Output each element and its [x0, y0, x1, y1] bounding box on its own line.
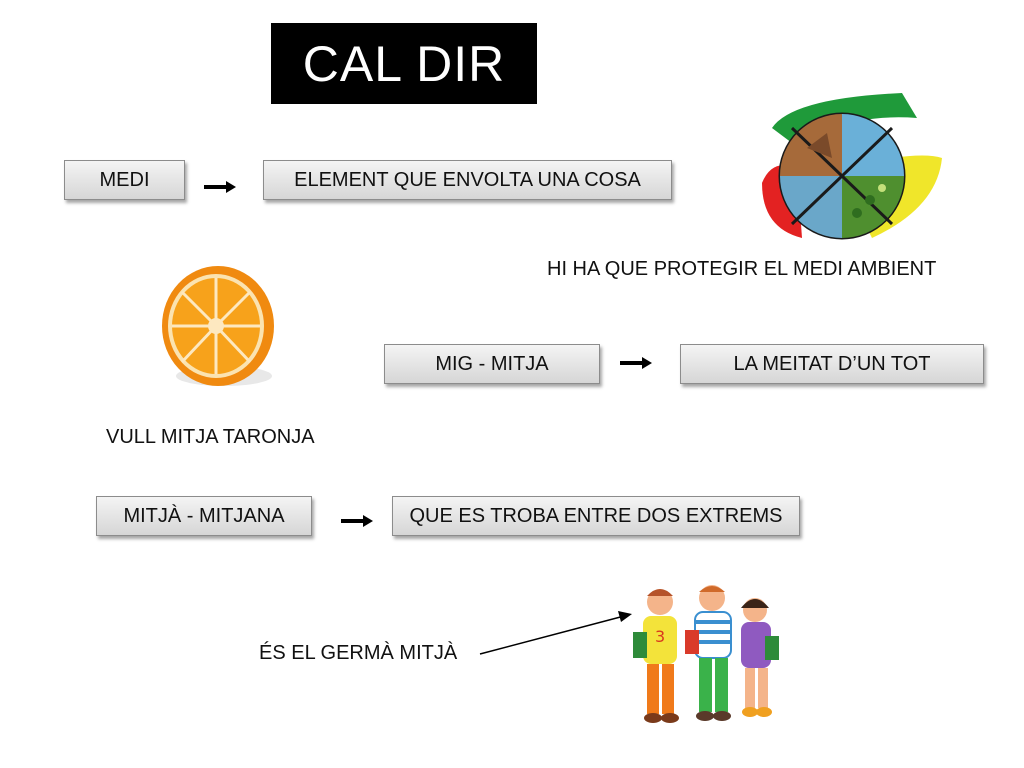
term-box-mitja: MITJÀ - MITJANA: [96, 496, 312, 536]
right-arrow-icon: [620, 357, 652, 369]
definition-label: ELEMENT QUE ENVOLTA UNA COSA: [294, 168, 641, 191]
definition-label: QUE ES TROBA ENTRE DOS EXTREMS: [409, 504, 783, 527]
example-text: VULL MITJA TARONJA: [106, 426, 315, 448]
three-children-icon: 3: [633, 585, 779, 723]
example-mitja: ÉS EL GERMÀ MITJÀ: [259, 642, 457, 665]
example-text: ÉS EL GERMÀ MITJÀ: [259, 642, 458, 664]
pointer-arrow-icon: [479, 611, 632, 655]
term-label: MIG - MITJA: [435, 352, 549, 375]
term-box-medi: MEDI: [64, 160, 185, 200]
definition-box-mig: LA MEITAT D’UN TOT: [680, 344, 984, 384]
right-arrow-icon: [204, 181, 236, 193]
environment-globe-icon: [762, 93, 942, 240]
slide-title: CAL DIR: [271, 23, 537, 104]
term-box-mig: MIG - MITJA: [384, 344, 600, 384]
right-arrow-icon: [341, 515, 373, 527]
example-text: HI HA QUE PROTEGIR EL MEDI AMBIENT: [547, 258, 937, 280]
svg-text:3: 3: [655, 627, 665, 646]
example-medi: HI HA QUE PROTEGIR EL MEDI AMBIENT: [547, 258, 936, 281]
definition-box-medi: ELEMENT QUE ENVOLTA UNA COSA: [263, 160, 672, 200]
term-label: MITJÀ - MITJANA: [123, 504, 285, 527]
definition-box-mitja: QUE ES TROBA ENTRE DOS EXTREMS: [392, 496, 800, 536]
term-label: MEDI: [99, 168, 150, 191]
half-orange-icon: [162, 266, 274, 386]
definition-label: LA MEITAT D’UN TOT: [733, 352, 931, 375]
example-mig: VULL MITJA TARONJA: [106, 426, 315, 449]
slide-title-text: CAL DIR: [302, 35, 506, 92]
